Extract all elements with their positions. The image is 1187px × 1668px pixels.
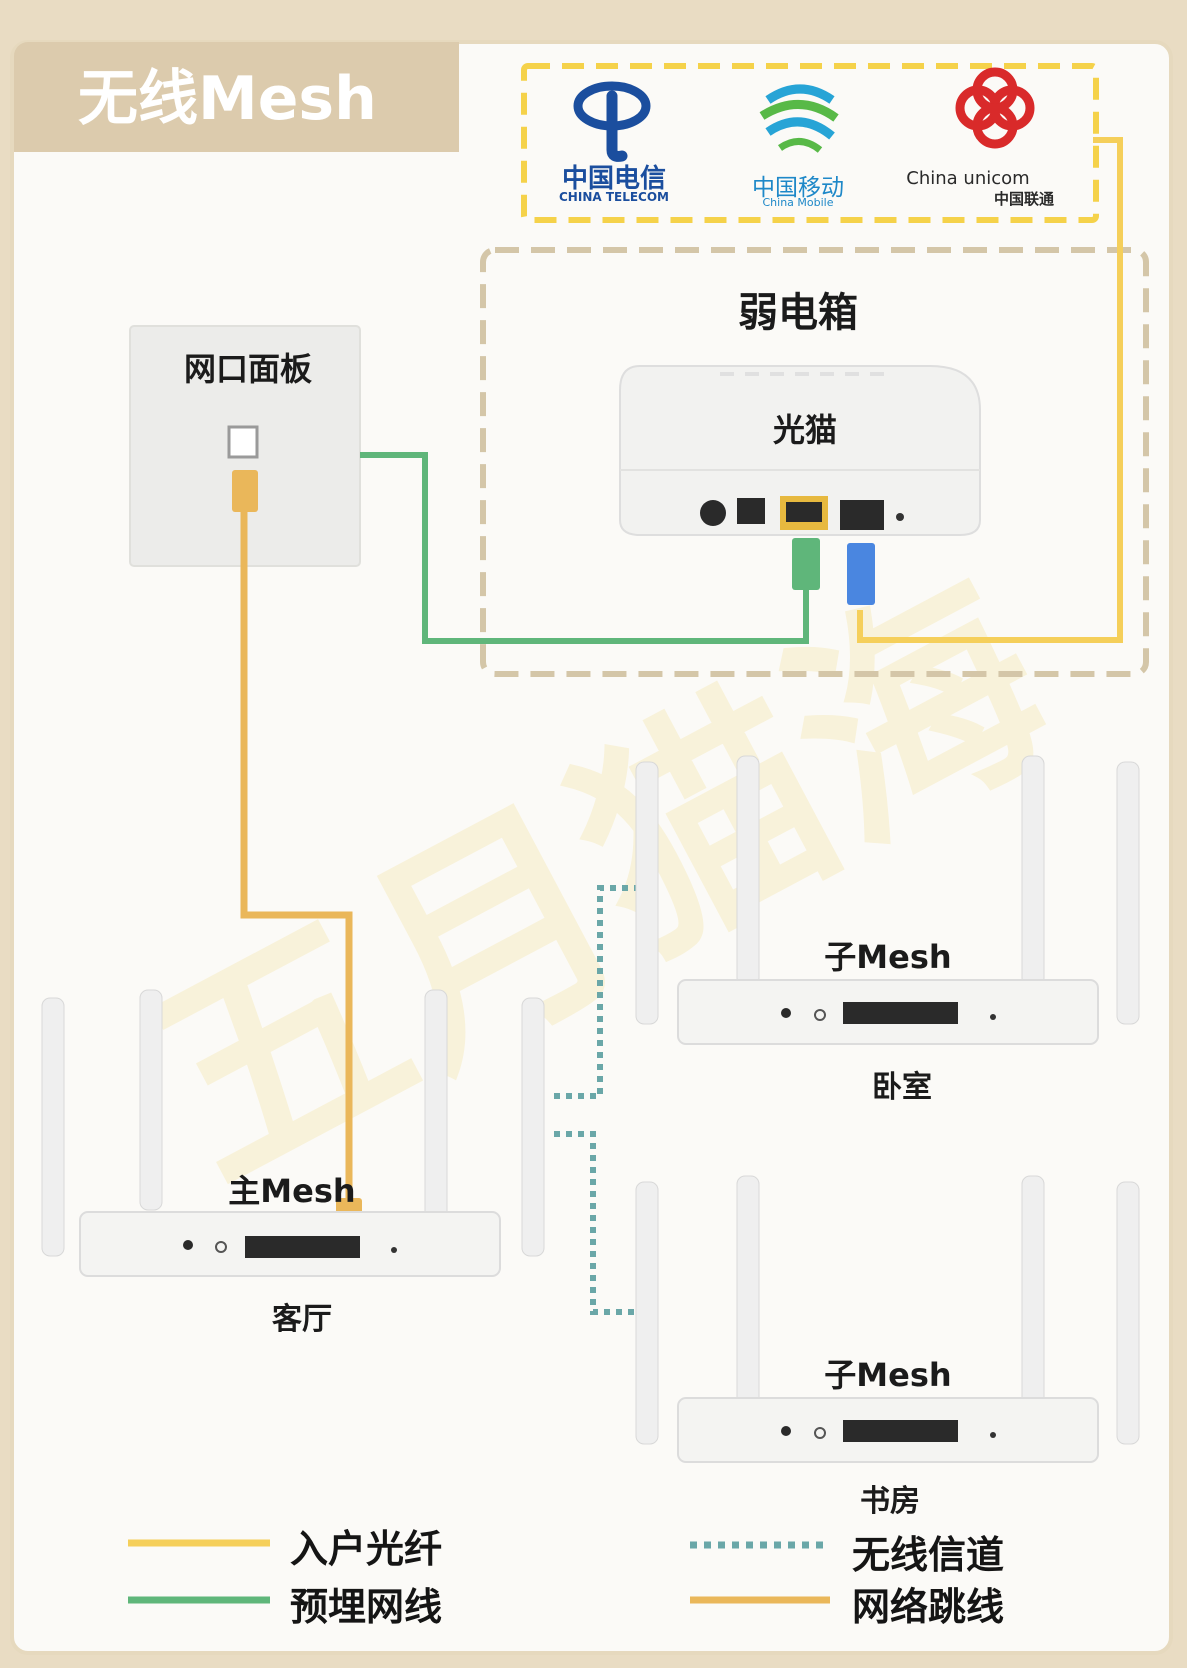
china-unicom-logo [955,67,1035,149]
wireless-link-study [554,1131,640,1315]
panel-label: 网口面板 [183,350,313,388]
modem-blue-connector [847,543,875,605]
box-label: 弱电箱 [738,290,858,336]
modem-label: 光猫 [772,411,838,449]
isp-name-unicom-en: China unicom [906,168,1030,189]
isp-name-mobile-en: China Mobile [762,196,834,209]
isp-group-box [521,63,1099,223]
isp-name-telecom-en: CHINA TELECOM [559,190,669,204]
diagram-card [10,40,1173,1655]
sub-room-label-1: 卧室 [872,1070,932,1105]
isp-name-unicom-cn: 中国联通 [993,190,1055,208]
cable-line [360,452,809,644]
main-mesh-router [41,989,545,1277]
legend-label-patch: 网络跳线 [852,1585,1005,1629]
sub-mesh-label-2: 子Mesh [824,1356,952,1394]
sub-mesh-router-study [635,1175,1140,1463]
patch-line [240,510,353,1198]
legend-label-fiber: 入户光纤 [290,1527,443,1571]
main-mesh-label: 主Mesh [228,1172,356,1210]
sub-mesh-router-bedroom [635,755,1140,1045]
china-telecom-logo [573,81,651,162]
isp-name-telecom-cn: 中国电信 [561,164,667,194]
wall-panel-port [227,425,259,459]
china-mobile-logo [759,84,839,153]
sub-room-label-2: 书房 [860,1484,920,1519]
main-room-label: 客厅 [272,1302,332,1337]
wireless-link-bedroom [554,885,640,1099]
modem-green-connector [792,538,820,590]
sub-mesh-label-1: 子Mesh [824,938,952,976]
legend-label-cable: 预埋网线 [290,1585,443,1629]
page-title: 无线Mesh [78,64,377,134]
fiber-line [857,137,1123,643]
title-tab [14,42,459,152]
panel-connector [232,470,258,512]
legend-label-wireless: 无线信道 [852,1533,1005,1577]
isp-name-mobile-cn: 中国移动 [752,175,844,201]
optical-modem [619,365,981,536]
